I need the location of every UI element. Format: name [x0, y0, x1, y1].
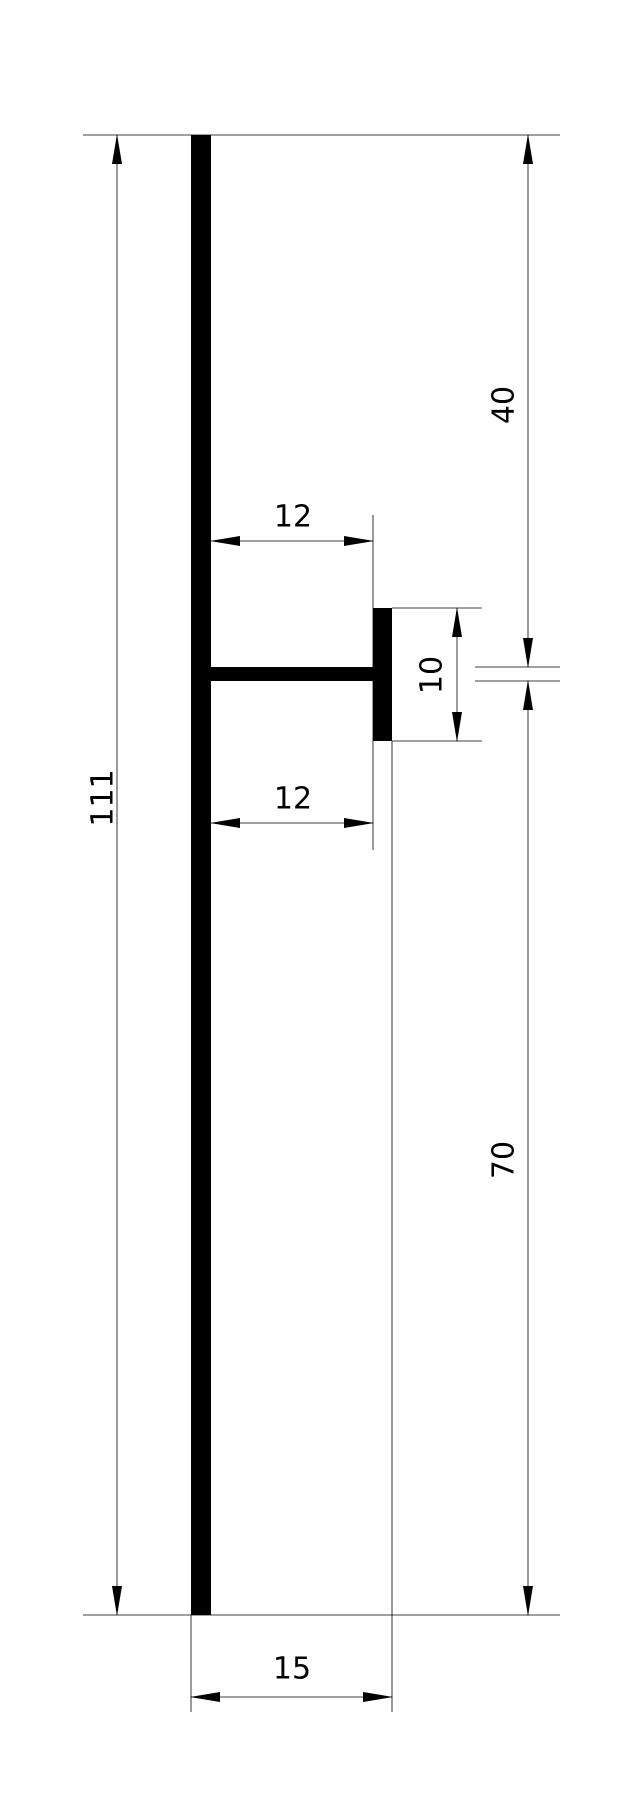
bottom-offset-label: 70 [487, 1141, 522, 1179]
profile-shape [191, 135, 392, 1615]
overall-width-label: 15 [273, 1652, 311, 1687]
extension-lines [83, 135, 560, 1712]
web-upper-label: 12 [274, 500, 312, 535]
web-lower-label: 12 [274, 782, 312, 817]
total-height-label: 111 [86, 769, 121, 826]
main-vertical-bar [191, 135, 211, 1615]
dimension-lines [117, 135, 528, 1697]
end-flange [373, 608, 392, 741]
horizontal-web [211, 667, 373, 681]
top-offset-label: 40 [487, 386, 522, 424]
flange-height-label: 10 [415, 656, 450, 694]
dimension-labels: 111 40 70 10 12 12 15 [86, 386, 522, 1687]
